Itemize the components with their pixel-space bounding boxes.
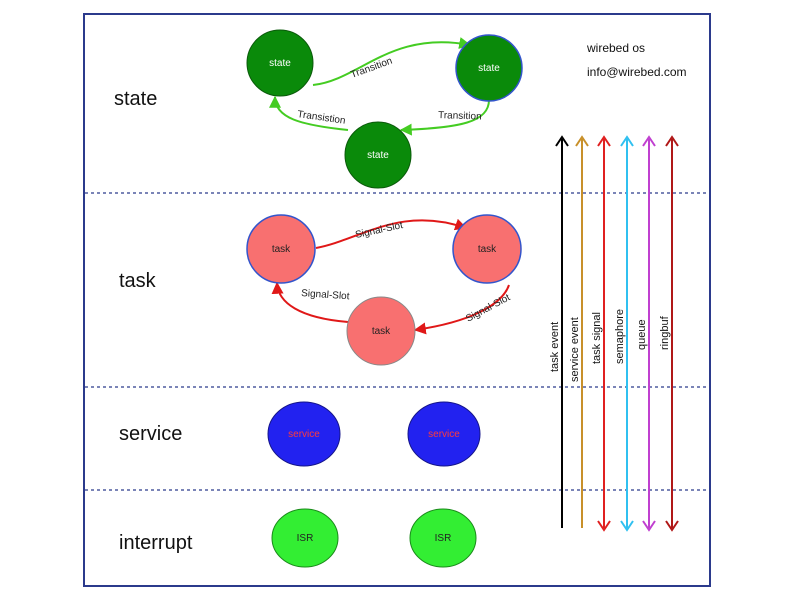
edge-task-top (315, 218, 468, 249)
arrowhead-down (665, 520, 679, 532)
edge-state-right (399, 99, 490, 136)
arrowhead-up (597, 135, 611, 147)
task-node-2-label: task (478, 244, 497, 255)
product-name: wirebed os (586, 41, 645, 55)
diagram-frame (83, 13, 711, 587)
arrow-label-ringbuf: ringbuf (659, 315, 671, 350)
arrow-label-task-event: task event (549, 322, 561, 372)
arrow-label-queue: queue (636, 319, 648, 350)
arrowhead-up (575, 135, 589, 147)
isr-node-2 (409, 508, 477, 568)
arrow-label-service-event: service event (569, 317, 581, 382)
arrowhead-up (620, 135, 634, 147)
service-node-1 (267, 401, 341, 467)
service-node-1-label: service (288, 429, 320, 440)
arrowhead-up (665, 135, 679, 147)
edge-state-top (312, 37, 472, 86)
arrow-label-task-signal: task signal (591, 312, 603, 364)
state-node-2-label: state (478, 63, 500, 74)
service-node-2-label: service (428, 429, 460, 440)
arrowhead-down (620, 520, 634, 532)
arrowhead-up (642, 135, 656, 147)
service-node-2 (407, 401, 481, 467)
task-node-3 (346, 296, 416, 366)
layer-label-interrupt: interrupt (119, 532, 193, 554)
layer-label-task: task (119, 270, 157, 292)
task-node-2 (452, 214, 522, 284)
contact-email: info@wirebed.com (587, 65, 687, 79)
edge-state-left (269, 95, 349, 131)
isr-node-2-label: ISR (435, 533, 452, 544)
state-node-3-label: state (367, 150, 389, 161)
layer-label-service: service (119, 423, 182, 445)
isr-node-1-label: ISR (297, 533, 314, 544)
arrow-label-semaphore: semaphore (614, 309, 626, 364)
edge-task-right (413, 284, 510, 335)
state-node-3 (344, 121, 412, 189)
arrowhead-down (597, 520, 611, 532)
layer-label-state: state (114, 88, 157, 110)
arrowhead-down (642, 520, 656, 532)
state-node-2 (455, 34, 523, 102)
edge-task-left (271, 281, 349, 323)
arrowhead-up (555, 135, 569, 147)
isr-node-1 (271, 508, 339, 568)
edge-label-task-left: Signal-Slot (301, 288, 350, 302)
task-node-1 (246, 214, 316, 284)
task-node-1-label: task (272, 244, 291, 255)
edge-label-state-right: Transition (438, 110, 482, 123)
task-node-3-label: task (372, 326, 391, 337)
communication-arrows: task event service event task signal semaph… (549, 135, 679, 532)
state-node-1-label: state (269, 58, 291, 69)
state-node-1 (246, 29, 314, 97)
